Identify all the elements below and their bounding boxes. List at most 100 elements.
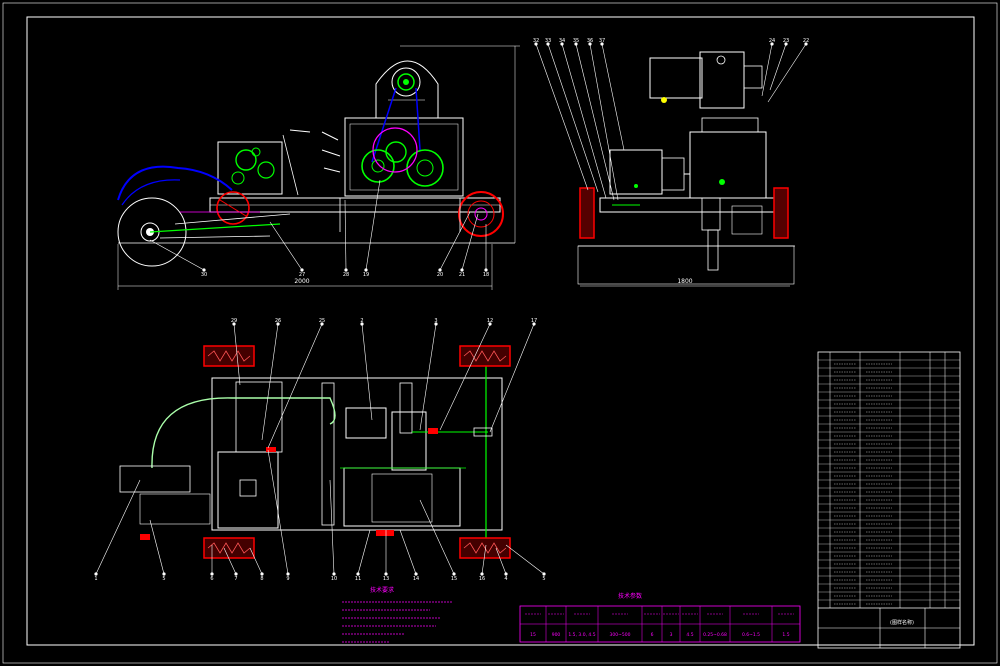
callout-dot: [452, 572, 456, 576]
callout-dot: [546, 42, 550, 46]
callout-dot: [532, 322, 536, 326]
callout-dot: [574, 42, 578, 46]
callout-dot: [434, 322, 438, 326]
callout-dot: [260, 572, 264, 576]
callout-dot: [332, 572, 336, 576]
leader-line: [767, 43, 807, 103]
callout-dot: [210, 572, 214, 576]
callout-number: 12: [487, 318, 493, 324]
leader-line: [249, 547, 263, 575]
title-block-drawing-name: (图样名称): [890, 619, 914, 626]
leader-line: [535, 43, 589, 191]
leader-line: [267, 449, 289, 575]
leader-line: [601, 43, 625, 151]
callout-dot: [300, 268, 304, 272]
callout-number: 30: [201, 272, 207, 278]
callout-number: 4: [504, 576, 507, 582]
callout-dot: [232, 322, 236, 326]
spec-value: 300~500: [610, 632, 631, 638]
callout-number: 14: [413, 576, 419, 582]
technical-requirements: 技术要求: [342, 586, 452, 643]
callout-dot: [286, 572, 290, 576]
leader-line: [233, 323, 241, 386]
callout-dot: [784, 42, 788, 46]
callout-dot: [162, 572, 166, 576]
callout-number: 5: [162, 576, 165, 582]
callout-number: 13: [383, 576, 389, 582]
leader-line: [399, 529, 417, 575]
leader-line: [495, 547, 507, 575]
leader-line: [505, 544, 545, 575]
spec-value: 0.6~1.5: [742, 632, 760, 638]
callout-number: 6: [210, 576, 213, 582]
callout-number: 26: [275, 318, 281, 324]
callout-number: 11: [355, 576, 361, 582]
front-view: 2000: [117, 45, 520, 290]
spec-value: 3: [670, 632, 673, 638]
notes-title: 技术要求: [370, 586, 394, 594]
leader-line: [419, 499, 455, 575]
spec-table-title: 技术参数: [618, 592, 642, 600]
callout-number: 35: [573, 38, 579, 44]
callout-dot: [94, 572, 98, 576]
callout-number: 1: [94, 576, 97, 582]
callout-dot: [202, 268, 206, 272]
callout-number: 24: [769, 38, 775, 44]
callout-dot: [534, 42, 538, 46]
spec-value: 4.5: [686, 632, 693, 638]
callout-number: 21: [459, 272, 465, 278]
callout-number: 5: [542, 576, 545, 582]
callout-number: 17: [531, 318, 537, 324]
leader-line: [329, 479, 335, 575]
leader-line: [357, 529, 371, 575]
callout-dot: [320, 322, 324, 326]
callout-dot: [360, 322, 364, 326]
leader-line: [269, 221, 303, 271]
callout-dot: [600, 42, 604, 46]
callout-dot: [364, 268, 368, 272]
parts-list-and-title-block: (图样名称): [817, 351, 961, 649]
callout-number: 29: [231, 318, 237, 324]
callout-number: 9: [286, 576, 289, 582]
callout-number: 34: [559, 38, 565, 44]
callout-number: 36: [587, 38, 593, 44]
spec-value: 15: [530, 632, 536, 638]
callout-number: 16: [479, 576, 485, 582]
spec-value: 1.5, 3.0, 4.5: [568, 632, 595, 638]
callout-dot: [438, 268, 442, 272]
leader-line: [761, 43, 773, 97]
leader-line: [365, 179, 381, 271]
side-view: 1800: [577, 51, 795, 287]
leader-line: [223, 547, 237, 575]
leader-line: [439, 323, 491, 431]
callout-dot: [770, 42, 774, 46]
spec-value: 900: [552, 632, 561, 638]
leader-line: [361, 323, 373, 421]
callout-dot: [276, 322, 280, 326]
callout-number: 22: [803, 38, 809, 44]
callout-number: 28: [343, 272, 349, 278]
leader-line: [149, 239, 205, 271]
callout-dot: [384, 572, 388, 576]
callout-dot: [488, 322, 492, 326]
plan-view: [119, 345, 511, 559]
callout-number: 18: [483, 272, 489, 278]
callout-dot: [414, 572, 418, 576]
callout-number: 27: [299, 272, 305, 278]
leader-line: [267, 323, 323, 449]
callout-number: 23: [783, 38, 789, 44]
leader-line: [481, 544, 487, 575]
callout-dot: [460, 268, 464, 272]
callout-dot: [504, 572, 508, 576]
leader-line: [547, 43, 599, 193]
leader-line: [261, 323, 279, 441]
callout-number: 8: [260, 576, 263, 582]
leader-line: [575, 43, 615, 201]
callout-number: 10: [331, 576, 337, 582]
spec-value: 6: [651, 632, 654, 638]
leader-line: [344, 199, 347, 271]
spec-value: 0.25~0.68: [703, 632, 727, 638]
